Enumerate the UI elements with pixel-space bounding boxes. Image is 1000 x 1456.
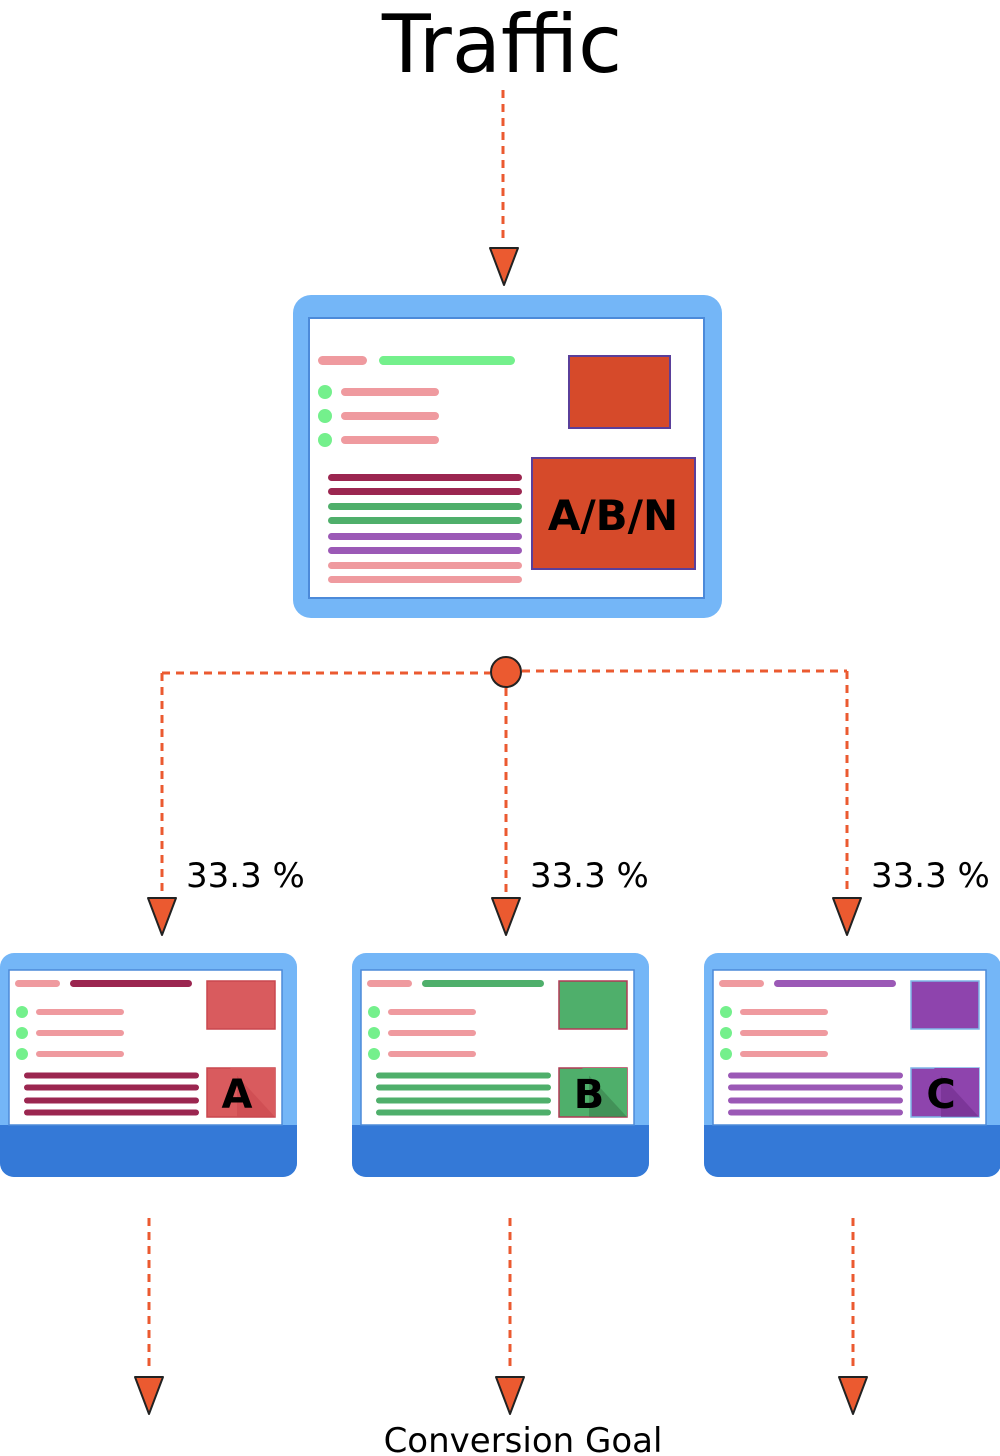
title-traffic: Traffic bbox=[381, 0, 622, 91]
arrow-down-icon bbox=[838, 1376, 868, 1415]
main-image-box bbox=[568, 355, 671, 429]
variant-letter: C bbox=[926, 1072, 955, 1118]
variant-letter: A bbox=[222, 1072, 253, 1118]
arrow-down-icon bbox=[489, 247, 519, 286]
variant-c: 33.3 % C bbox=[704, 856, 1000, 1415]
variant-b: 33.3 % B bbox=[352, 856, 649, 1415]
arrow-down-icon bbox=[491, 897, 521, 936]
traffic-arrow bbox=[489, 90, 519, 286]
split-node-icon bbox=[490, 656, 522, 688]
variant-percent: 33.3 % bbox=[186, 856, 305, 896]
split-lines bbox=[160, 656, 849, 895]
arrow-down-icon bbox=[147, 897, 177, 936]
abn-box bbox=[531, 457, 696, 570]
arrow-down-icon bbox=[134, 1376, 164, 1415]
conversion-goal-label: Conversion Goal bbox=[384, 1421, 663, 1456]
main-page-window: A/B/N bbox=[293, 295, 722, 618]
variant-percent: 33.3 % bbox=[871, 856, 990, 896]
variant-percent: 33.3 % bbox=[530, 856, 649, 896]
variant-a: 33.3 % A bbox=[0, 856, 305, 1415]
abn-label: A/B/N bbox=[548, 491, 678, 540]
arrow-down-icon bbox=[832, 897, 862, 936]
variant-letter: B bbox=[574, 1072, 605, 1118]
arrow-down-icon bbox=[495, 1376, 525, 1415]
